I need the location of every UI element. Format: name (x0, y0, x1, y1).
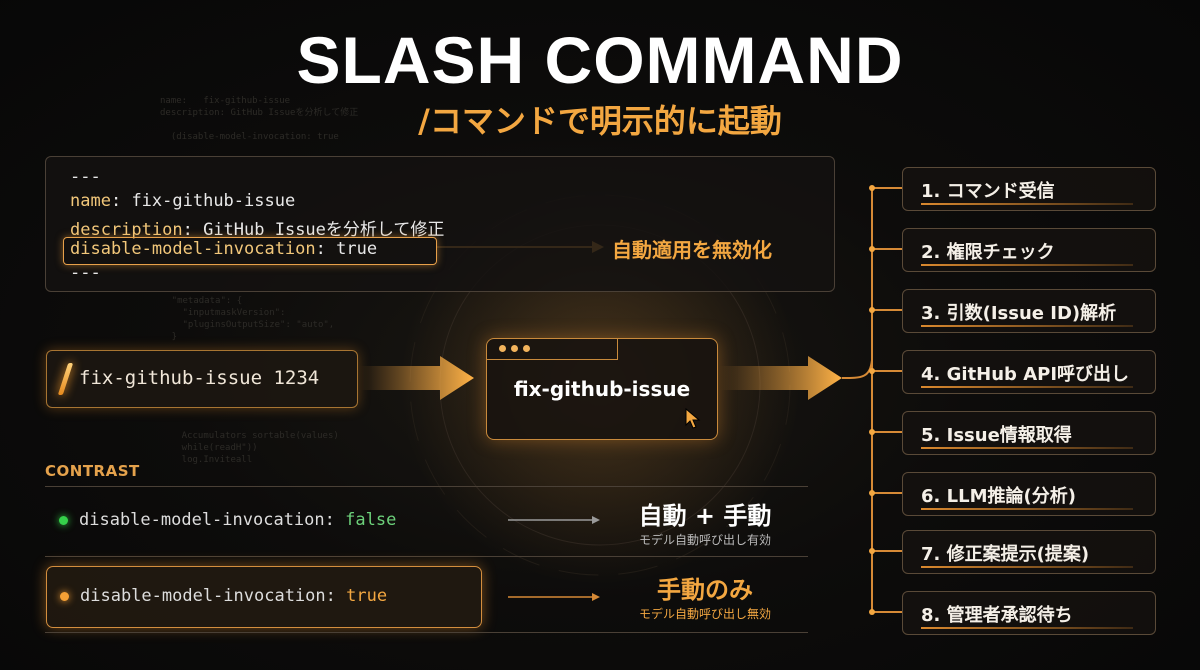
window-dot-icon (499, 345, 506, 352)
yaml-name-value: fix-github-issue (131, 191, 296, 211)
yaml-separator-bottom: --- (70, 263, 101, 283)
yaml-highlight-box (63, 237, 437, 265)
command-input-text: fix-github-issue 1234 (79, 367, 320, 389)
step-label: 8. 管理者承認待ち (921, 605, 1073, 626)
step-label: 4. GitHub API呼び出し (921, 364, 1130, 385)
step-label: 5. Issue情報取得 (921, 425, 1072, 446)
window-dot-icon (511, 345, 518, 352)
contrast-row-false-key: disable-model-invocation (79, 510, 325, 530)
branch-dots (869, 185, 875, 615)
slash-icon (57, 363, 74, 395)
contrast-row-true-value: true (346, 586, 388, 606)
background-code-texture: name: fix-github-issue description: GitH… (160, 96, 359, 142)
status-dot-orange (60, 592, 69, 601)
window-tab (487, 339, 618, 360)
yaml-dmi-value: true (336, 239, 378, 259)
yaml-name-key: name (70, 191, 111, 211)
divider (45, 486, 808, 487)
yaml-frontmatter-block: --- name: fix-github-issue description: … (45, 156, 835, 292)
contrast-row-false-code: disable-model-invocation: false (79, 510, 397, 530)
step-item: 3. 引数(Issue ID)解析 (902, 289, 1156, 333)
command-input[interactable]: fix-github-issue 1234 (46, 350, 358, 408)
contrast-row-true-key: disable-model-invocation (80, 586, 326, 606)
background-code-texture: Accumulators sortable(values) while(read… (181, 431, 339, 465)
yaml-description-line: description: GitHub Issueを分析して修正 (70, 220, 445, 240)
step-label: 3. 引数(Issue ID)解析 (921, 303, 1117, 324)
contrast-result-true: 手動のみ (657, 576, 753, 604)
skill-window[interactable]: fix-github-issue (486, 338, 718, 440)
window-dot-icon (523, 345, 530, 352)
step-item: 8. 管理者承認待ち (902, 591, 1156, 635)
cursor-icon (685, 407, 701, 429)
step-item: 1. コマンド受信 (902, 167, 1156, 211)
yaml-note: 自動適用を無効化 (612, 238, 772, 262)
yaml-name-line: name: fix-github-issue (70, 191, 296, 211)
input-to-skill-arrow (360, 356, 474, 400)
background-code-texture: "metadata": { "inputmaskVersion": "plugi… (171, 296, 335, 342)
divider (45, 632, 808, 633)
step-item: 6. LLM推論(分析) (902, 472, 1156, 516)
contrast-row-false: disable-model-invocation: false (45, 490, 808, 548)
step-label: 1. コマンド受信 (921, 181, 1055, 202)
yaml-description-key: description (70, 220, 183, 240)
status-dot-green (59, 516, 68, 525)
step-label: 2. 権限チェック (921, 242, 1055, 263)
divider (45, 556, 808, 557)
page-subtitle: /コマンドで明示的に起動 (418, 102, 782, 140)
skill-window-label: fix-github-issue (513, 377, 691, 401)
step-item: 5. Issue情報取得 (902, 411, 1156, 455)
contrast-row-false-value: false (345, 510, 397, 530)
page-title: SLASH COMMAND (296, 23, 904, 97)
step-item: 2. 権限チェック (902, 228, 1156, 272)
steps-branch-lines (841, 187, 902, 613)
contrast-heading: CONTRAST (45, 462, 140, 480)
skill-to-steps-arrow (720, 356, 842, 400)
yaml-dmi-line: disable-model-invocation: true (70, 239, 378, 259)
contrast-result-true-sub: モデル自動呼び出し無効 (638, 607, 771, 621)
step-label: 6. LLM推論(分析) (921, 486, 1076, 507)
yaml-separator-top: --- (70, 167, 101, 187)
step-item: 7. 修正案提示(提案) (902, 530, 1156, 574)
contrast-row-true-code: disable-model-invocation: true (80, 586, 388, 606)
contrast-result-false-sub: モデル自動呼び出し有効 (638, 533, 771, 547)
step-item: 4. GitHub API呼び出し (902, 350, 1156, 394)
yaml-description-value: GitHub Issueを分析して修正 (203, 220, 445, 240)
contrast-row-true: disable-model-invocation: true (46, 566, 482, 628)
yaml-dmi-key: disable-model-invocation (70, 239, 316, 259)
step-label: 7. 修正案提示(提案) (921, 544, 1090, 565)
contrast-result-false: 自動 + 手動 (638, 502, 772, 530)
